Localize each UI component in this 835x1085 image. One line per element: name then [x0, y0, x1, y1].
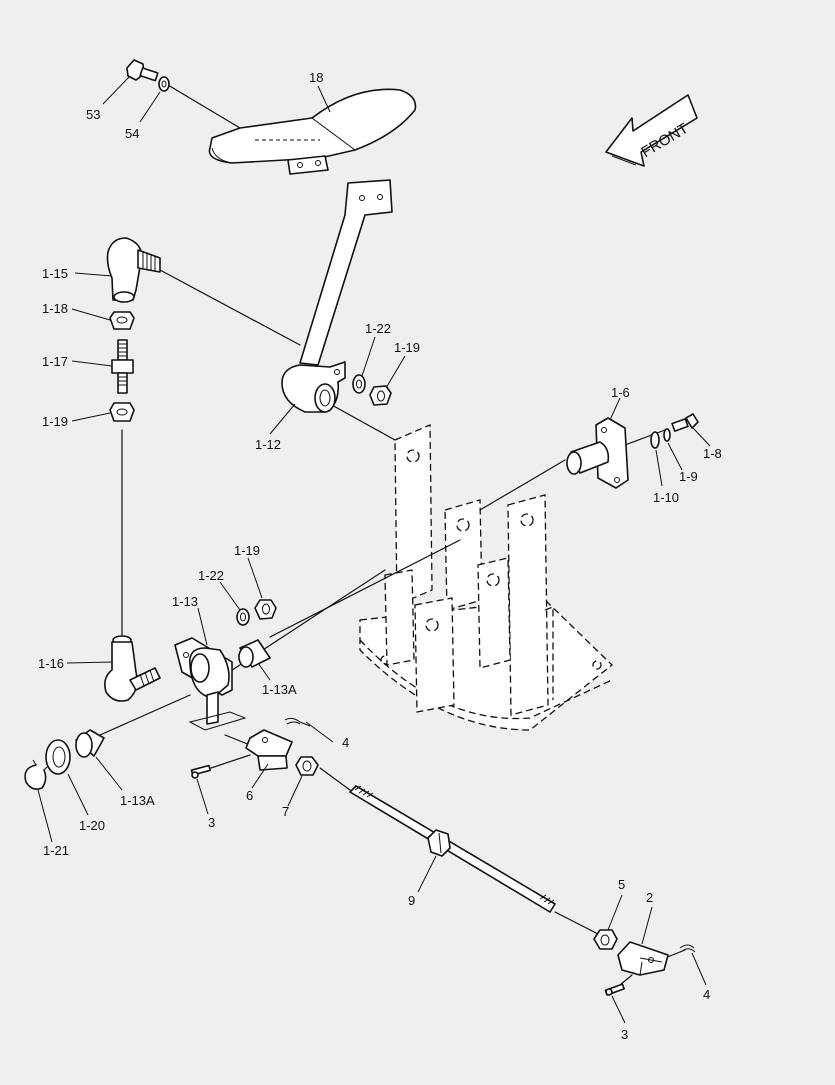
cotter-pin-4-lower: [679, 944, 696, 953]
callout-1-13a: 1-13A: [262, 682, 297, 697]
callout-5: 5: [618, 877, 625, 892]
callout-1-8: 1-8: [703, 446, 722, 461]
callout-labels: 53 54 18 1-15 1-18 1-17 1-19 1-22 1-19 1…: [38, 70, 722, 1042]
callout-1-13: 1-13: [172, 594, 198, 609]
callout-2: 2: [646, 890, 653, 905]
callout-1-20: 1-20: [79, 818, 105, 833]
lock-washer-1-9: [663, 428, 671, 442]
nut-5: [593, 929, 618, 950]
callout-53: 53: [86, 107, 100, 122]
washer-1-20: [45, 739, 71, 775]
callout-1-19: 1-19: [234, 543, 260, 558]
assembly-lines: [99, 84, 686, 986]
callout-1-17: 1-17: [42, 354, 68, 369]
callout-3: 3: [208, 815, 215, 830]
threaded-rod-9: [349, 785, 556, 913]
washer-54: [158, 76, 170, 92]
snap-ring-1-21: [24, 759, 49, 790]
callout-1-16: 1-16: [38, 656, 64, 671]
nut-upper: [369, 385, 392, 406]
callout-4: 4: [342, 735, 349, 750]
nut-1-18: [109, 311, 135, 330]
bolt-53: [126, 59, 159, 82]
pedal-arm: [281, 179, 393, 413]
callout-3: 3: [621, 1027, 628, 1042]
stud-1-17: [111, 339, 134, 394]
nut-1-19-left: [109, 402, 135, 422]
clevis-2: [617, 941, 669, 976]
nut-7: [295, 756, 319, 776]
callout-1-22: 1-22: [198, 568, 224, 583]
mounting-frame: [359, 424, 613, 731]
callout-1-6: 1-6: [611, 385, 630, 400]
bolt-1-8: [671, 413, 699, 432]
callout-6: 6: [246, 788, 253, 803]
callout-7: 7: [282, 804, 289, 819]
washer-1-10: [650, 431, 660, 449]
ball-joint-upper: [106, 237, 161, 303]
callout-1-22: 1-22: [365, 321, 391, 336]
callout-1-21: 1-21: [43, 843, 69, 858]
nut-1-19-lower: [254, 599, 277, 620]
callout-54: 54: [125, 126, 139, 141]
lower-lever: [174, 637, 247, 731]
callout-1-10: 1-10: [653, 490, 679, 505]
callout-1-15: 1-15: [42, 266, 68, 281]
callout-1-19: 1-19: [394, 340, 420, 355]
pedal-pad: [208, 88, 417, 175]
callout-1-18: 1-18: [42, 301, 68, 316]
callout-1-19: 1-19: [42, 414, 68, 429]
pin-3-lower: [604, 983, 625, 996]
callout-1-13a: 1-13A: [120, 793, 155, 808]
callout-9: 9: [408, 893, 415, 908]
pivot-bracket: [566, 417, 629, 489]
callout-18: 18: [309, 70, 323, 85]
washer-1-22-lower: [236, 608, 250, 626]
callout-1-9: 1-9: [679, 469, 698, 484]
ball-joint-lower: [104, 635, 161, 702]
bushing-1-13a-lower: [75, 729, 105, 758]
callout-4: 4: [703, 987, 710, 1002]
front-arrow-icon: FRONT: [605, 94, 698, 167]
leader-lines: [37, 75, 711, 1024]
pin-3-upper: [190, 764, 211, 779]
clevis-6: [245, 729, 293, 771]
washer-upper: [352, 374, 366, 394]
bushing-1-13a-upper: [238, 639, 271, 668]
callout-1-12: 1-12: [255, 437, 281, 452]
cotter-pin-4-upper: [284, 717, 311, 727]
